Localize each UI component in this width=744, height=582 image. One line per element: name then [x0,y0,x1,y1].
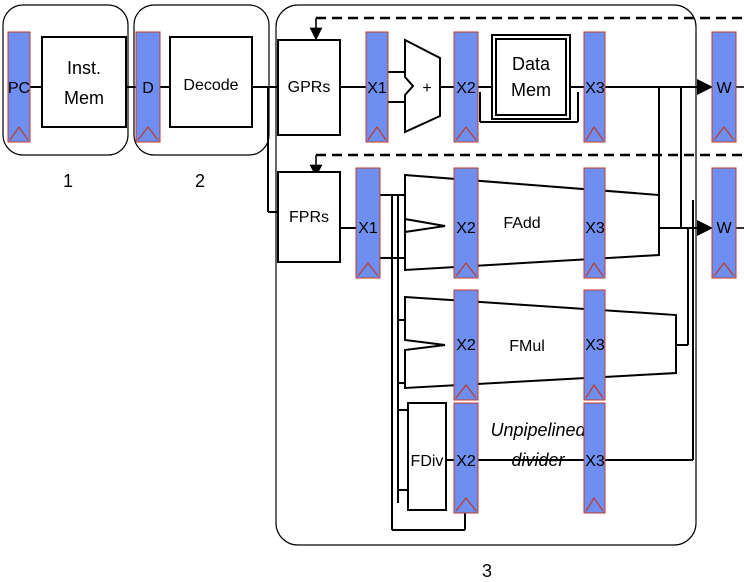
stage3-number: 3 [482,561,492,581]
inst-mem-label-2: Mem [64,88,104,108]
register-w-gpr: W [711,31,737,143]
w-fpr-label: W [716,220,732,237]
fdiv-block [407,402,447,511]
x2-gpr-label: X2 [456,80,476,97]
adder-block [404,38,441,134]
register-w-fpr: W [711,167,737,279]
x1-gpr-label: X1 [367,80,387,97]
fdiv-label: FDiv [411,453,444,470]
x2-fmul-label: X2 [456,337,476,354]
register-x1-fpr: X1 [355,167,381,279]
gprs-block [277,39,341,136]
x3-fdiv-label: X3 [585,453,605,470]
register-x2-fdiv: X2 [453,402,479,514]
stage1-number: 1 [63,171,73,191]
register-x2-fmul: X2 [453,289,479,401]
stage2-number: 2 [195,171,205,191]
fprs-block [277,171,341,263]
decode-block [169,36,253,128]
data-mem-block [495,38,567,116]
x2-fadd-label: X2 [456,220,476,237]
stage2-outline [133,4,270,156]
x3-gpr-label: X3 [585,80,605,97]
wires [30,71,713,531]
x3-fmul-label: X3 [585,337,605,354]
register-x3-fdiv: X3 [583,402,606,514]
stage3-outline [275,4,697,546]
register-d: D [135,31,161,143]
register-x3-fmul: X3 [583,289,606,401]
d-label: D [142,80,154,97]
unpipelined-label-1: Unpipelined [490,420,586,440]
fprs-label: FPRs [289,209,329,226]
pc-label: PC [8,80,30,97]
register-pc: PC [7,31,31,143]
unpipelined-label-2: divider [511,450,565,470]
inst-mem-block [41,36,127,128]
register-x3-gpr: X3 [583,31,606,143]
data-mem-label-2: Mem [511,80,551,100]
x2-fdiv-label: X2 [456,453,476,470]
register-x2-gpr: X2 [453,31,479,143]
gprs-label: GPRs [288,79,331,96]
x1-fpr-label: X1 [358,220,378,237]
feedback-lines [316,16,744,157]
stage1-outline [2,4,129,156]
fmul-label: FMul [509,338,545,355]
x3-fadd-label: X3 [585,220,605,237]
fadd-label: FAdd [503,215,540,232]
adder-label: + [422,80,431,97]
register-x1-gpr: X1 [365,31,389,143]
register-x2-fadd: X2 [453,167,479,279]
register-x3-fadd: X3 [583,167,606,279]
w-gpr-label: W [716,80,732,97]
inst-mem-label-1: Inst. [67,58,101,78]
data-mem-label-1: Data [512,54,551,74]
decode-label: Decode [183,77,238,94]
